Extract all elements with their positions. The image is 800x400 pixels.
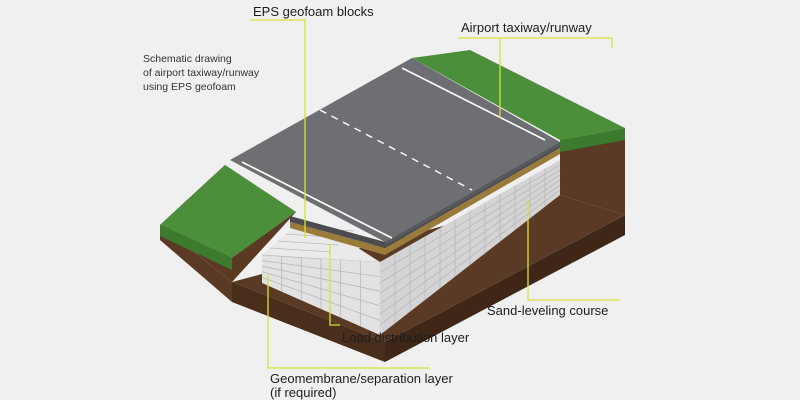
right-grass-top xyxy=(412,50,625,140)
leader-geomembrane xyxy=(267,275,430,369)
runway-edge-line-left xyxy=(241,161,393,239)
left-grass-top xyxy=(160,165,296,258)
eps-joint-line xyxy=(269,247,331,253)
runway-edge xyxy=(385,142,560,246)
caption-line-2: of airport taxiway/runway xyxy=(143,67,260,79)
caption-line-3: using EPS geofoam xyxy=(143,81,236,93)
soil-base-right xyxy=(385,215,625,362)
label-geomembrane-1: Geomembrane/separation layer xyxy=(270,371,453,386)
right-grass-edge xyxy=(560,128,625,152)
right-embankment-soil xyxy=(560,130,625,215)
leader-eps-blocks xyxy=(250,19,306,238)
label-airport-runway: Airport taxiway/runway xyxy=(461,20,592,35)
label-geomembrane-2: (if required) xyxy=(270,385,337,400)
eps-joint-line xyxy=(261,254,323,260)
leader-lines xyxy=(250,19,620,369)
label-eps-geofoam-blocks: EPS geofoam blocks xyxy=(253,4,374,19)
left-grass-edge xyxy=(160,225,232,270)
label-sand-leveling-course: Sand-leveling course xyxy=(487,303,609,318)
leader-load-layer xyxy=(329,244,340,326)
label-load-distribution-layer: Load distribution layer xyxy=(342,330,470,345)
runway-edge-line-right xyxy=(401,67,546,141)
diagram-caption: Schematic drawing of airport taxiway/run… xyxy=(143,52,259,94)
caption-line-1: Schematic drawing xyxy=(143,53,232,65)
runway-center-line xyxy=(319,109,473,191)
soil-base-front xyxy=(232,282,385,362)
leader-sand-course xyxy=(527,200,620,301)
eps-joint-line xyxy=(277,240,339,246)
eps-steps xyxy=(262,222,380,262)
leader-runway xyxy=(458,37,613,48)
